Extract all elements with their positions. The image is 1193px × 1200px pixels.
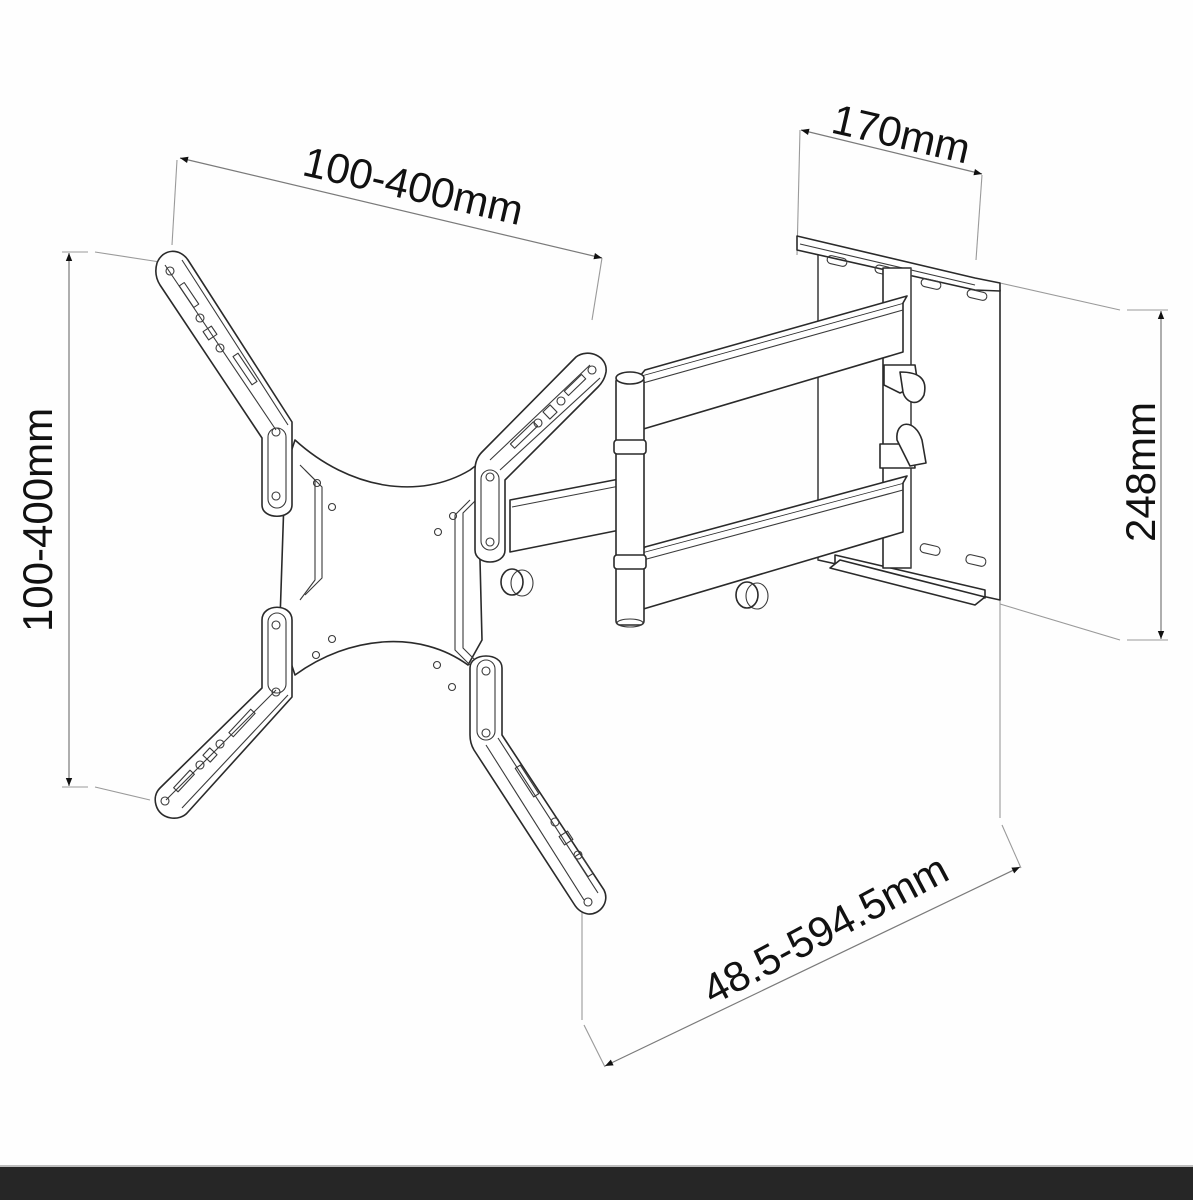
dimension-extension-range [581, 600, 1022, 1068]
diagram-canvas: 100-400mm 170mm 248mm 100-400mm 48.5-594… [14, 95, 1168, 1068]
tv-bracket-arm-lower-left [154, 606, 293, 819]
cable-clip-right [735, 581, 769, 610]
vesa-adapter-plate [279, 439, 491, 692]
articulating-arm-lower [639, 475, 908, 611]
dimension-wall-plate-height [999, 282, 1168, 641]
tv-mount-drawing: 100-400mm 170mm 248mm 100-400mm 48.5-594… [14, 95, 1168, 1068]
pivot-column [613, 371, 647, 628]
short-arm [509, 475, 636, 553]
cable-clip-left [500, 568, 534, 597]
tv-bracket-arm-upper-right [474, 352, 607, 563]
tv-bracket-arm-upper-left [154, 250, 293, 518]
label-extension-range: 48.5-594.5mm [695, 845, 956, 1014]
dimension-vesa-height [62, 251, 161, 801]
dimension-vesa-width [171, 156, 603, 321]
label-wall-plate-height: 248mm [1117, 402, 1164, 542]
dimension-wall-plate-width [796, 128, 983, 261]
pivot-nut-upper [883, 364, 926, 404]
label-wall-plate-width: 170mm [828, 95, 975, 172]
bottom-bar [0, 1165, 1193, 1200]
label-vesa-width: 100-400mm [299, 138, 528, 234]
pivot-nut-lower [879, 423, 927, 469]
tv-bracket-arm-lower-right [469, 655, 607, 915]
label-vesa-height: 100-400mm [14, 408, 61, 632]
